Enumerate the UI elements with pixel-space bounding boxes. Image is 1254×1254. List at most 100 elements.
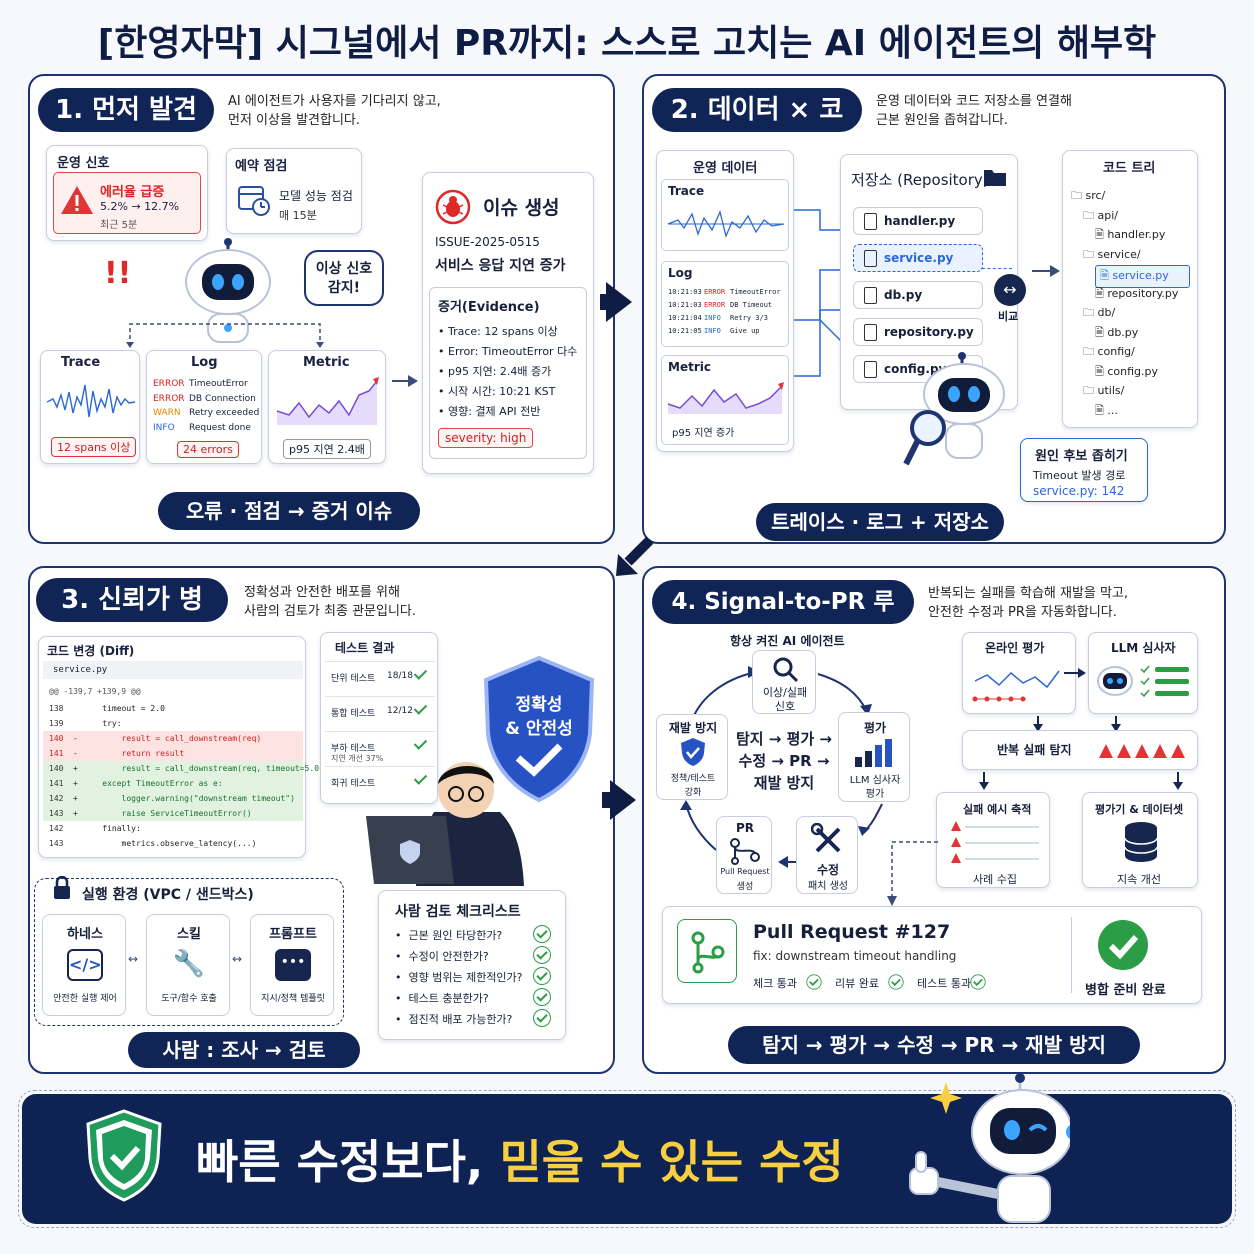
evidence-text: Trace: 12 spans 이상 [448, 325, 558, 338]
log-message: Request done [189, 422, 251, 433]
diff-line-number: 142 [49, 824, 64, 833]
check-circle-icon [970, 974, 986, 990]
diff-line: 143 metrics.observe_latency(...) [43, 836, 303, 851]
diff-code: result = call_downstream(req) [83, 734, 262, 743]
section-4-desc: 반복되는 실패를 학습해 재발을 막고,안전한 수정과 PR을 자동화합니다. [928, 586, 1129, 620]
tree-node[interactable]: 🗀 service/ [1083, 247, 1141, 261]
diff-code: metrics.observe_latency(...) [83, 839, 257, 848]
online-eval-card: 온라인 평가 [962, 632, 1076, 714]
diff-line-number: 142 [49, 794, 64, 803]
diff-line-number: 143 [49, 839, 64, 848]
checklist-item: • 영향 범위는 제한적인가? [395, 971, 523, 984]
folder-icon [984, 170, 1006, 186]
env-item-desc: 안전한 실행 제어 [53, 994, 117, 1004]
diff-line-number: 138 [49, 704, 64, 713]
check-circle-icon [533, 1009, 551, 1027]
diff-code: result = call_downstream(req, timeout=5.… [83, 764, 324, 773]
section-3-title: 3. 신뢰가 병목 [36, 578, 228, 659]
diff-code: logger.warning("downstream timeout") [83, 794, 295, 803]
checklist-icon [1140, 665, 1189, 698]
wrench-icon [811, 823, 841, 853]
checklist-item: • 테스트 충분한가? [395, 992, 489, 1005]
chat-icon: ••• [275, 949, 311, 981]
issue-card: 이슈 생성 ISSUE-2025-0515 서비스 응답 지연 증가 증거(Ev… [422, 172, 594, 474]
exclamation-icon: !! [104, 256, 132, 291]
robot-thumbs-up-icon [909, 1073, 1070, 1223]
log-message: Retry exceeded [189, 408, 260, 418]
section-1-footer: 오류 · 점검 → 증거 이슈 [158, 492, 420, 530]
pr-check-label: 체크 통과 [753, 977, 797, 990]
pr-check-label: 테스트 통과 [917, 977, 972, 990]
diff-line-number: 141 [49, 779, 64, 788]
repo-file-db-py[interactable]: db.py [853, 281, 983, 309]
loop-node-fix: 수정 패치 생성 [796, 816, 858, 894]
tree-node[interactable]: 🗀 config/ [1083, 345, 1135, 358]
bug-icon [435, 189, 471, 225]
evidence-item: • 영향: 결제 API 전반 [438, 405, 541, 418]
repo-file-handler-py[interactable]: handler.py [853, 207, 983, 235]
log-time: 10:21:05 [668, 327, 702, 335]
robot-icon [185, 238, 271, 343]
tree-node[interactable]: 🗎 db.py [1095, 325, 1139, 339]
checklist-text: 점진적 배포 가능한가? [408, 1013, 513, 1026]
section-1-title: 1. 먼저 발견 [38, 88, 214, 132]
tree-node[interactable]: 🗎 service.py [1095, 265, 1190, 288]
log-message: TimeoutError [730, 288, 781, 296]
trace-card: Trace 12 spans 이상 [40, 350, 140, 464]
tree-node[interactable]: 🗀 src/ [1071, 189, 1106, 202]
wrench-icon: 🔧 [172, 949, 206, 979]
severity-badge: severity: high [438, 428, 534, 448]
tree-node[interactable]: 🗎 handler.py [1095, 228, 1166, 241]
git-branch-icon [730, 838, 760, 865]
tree-node[interactable]: 🗎 config.py [1095, 364, 1158, 378]
evidence-text: Error: TimeoutError 다수 [448, 345, 578, 358]
tree-node[interactable]: 🗀 api/ [1083, 208, 1118, 222]
tree-node[interactable]: 🗎 ... [1095, 403, 1118, 417]
lock-icon [54, 876, 70, 899]
log-level: INFO [704, 327, 721, 335]
case-list-icon [951, 821, 1039, 863]
diff-line-number: 140 [49, 734, 64, 743]
tree-node[interactable]: 🗀 db/ [1083, 306, 1116, 319]
log-time: 10:21:03 [668, 288, 702, 296]
diff-line: 140- result = call_downstream(req) [43, 731, 303, 746]
checklist-text: 영향 범위는 제한적인가? [408, 971, 523, 984]
diff-line-number: 139 [49, 719, 64, 728]
env-item-title: 프롬프트 [269, 927, 317, 942]
diff-line: 141- return result [43, 746, 303, 761]
env-item-1: 스킬🔧도구/함수 호출 [146, 914, 230, 1016]
log-time: 10:21:03 [668, 301, 702, 309]
diff-line: 143+ raise ServiceTimeoutError() [43, 806, 303, 821]
robot-judge-icon [1097, 666, 1133, 696]
banner-border [18, 1090, 1236, 1228]
repo-file-service-py[interactable]: service.py [853, 244, 983, 272]
evidence-text: 시작 시간: 10:21 KST [448, 385, 556, 398]
diff-card: 코드 변경 (Diff) service.py @@ -139,7 +139,9… [38, 636, 324, 858]
check-circle-icon [533, 988, 551, 1006]
check-circle-icon [888, 974, 904, 990]
scheduled-check-card: 예약 점검 모델 성능 점검 매 15분 [226, 148, 362, 234]
tree-node[interactable]: 🗎 repository.py [1095, 286, 1179, 300]
loop-node-eval: 평가 LLM 심사자 평가 [838, 712, 910, 802]
pull-request-card: Pull Request #127 fix: downstream timeou… [662, 906, 1202, 1004]
repo-file-repository-py[interactable]: repository.py [853, 318, 983, 346]
section-1-desc: AI 에이전트가 사용자를 기다리지 않고,먼저 이상을 발견합니다. [228, 94, 441, 128]
log-level: ERROR [153, 379, 185, 389]
diff-code: return result [83, 749, 185, 758]
database-icon [1124, 822, 1158, 862]
log-time: 10:21:04 [668, 314, 702, 322]
log-message: DB Timeout [730, 301, 773, 309]
env-item-desc: 지시/정책 템플릿 [261, 994, 325, 1004]
trace-waveform [46, 384, 136, 418]
tree-node[interactable]: 🗀 utils/ [1083, 384, 1125, 397]
loop-node-pr: PR Pull Request 생성 [716, 816, 772, 894]
warning-triangles [1099, 744, 1185, 758]
alert-box: 에러율 급증 5.2% → 12.7% 최근 5분 [53, 172, 201, 234]
evidence-item: • Error: TimeoutError 다수 [438, 345, 578, 358]
